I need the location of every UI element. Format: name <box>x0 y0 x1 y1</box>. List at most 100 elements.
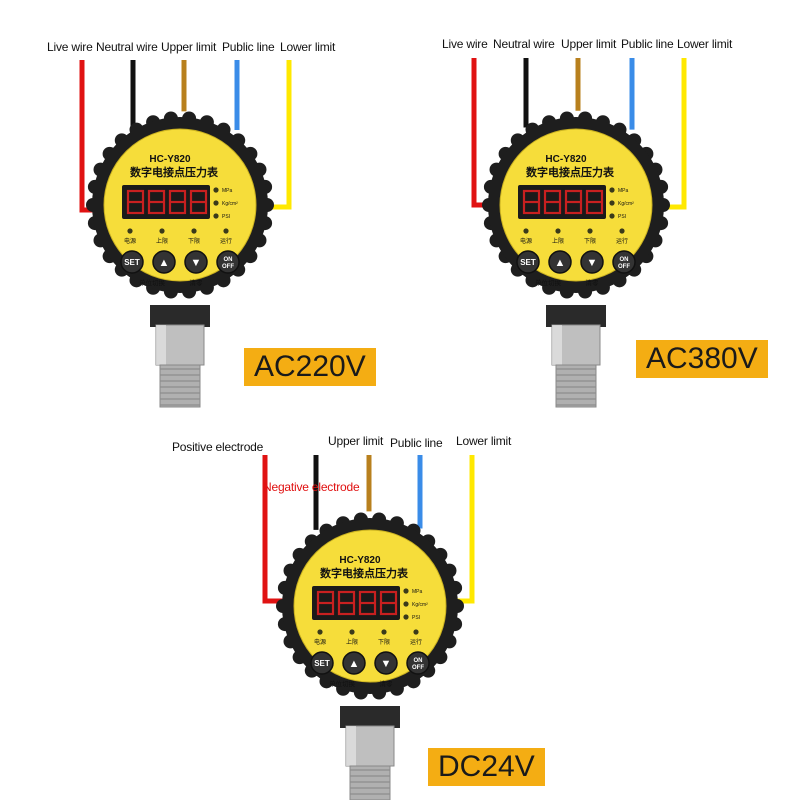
status-label: 电源 <box>314 638 326 646</box>
unit-label: PSI <box>412 615 420 621</box>
status-label: 上限 <box>346 638 358 646</box>
button-bg <box>184 250 208 274</box>
label-live-wire: Live wire <box>47 40 93 54</box>
label-live-wire: Live wire <box>442 37 488 51</box>
up-button-icon: ▲ <box>159 257 170 269</box>
collar <box>546 305 606 327</box>
status-label: 下限 <box>188 237 200 245</box>
voltage-badge-dc24: DC24V <box>428 748 545 786</box>
status-led <box>317 629 323 635</box>
up-button-icon: ▲ <box>349 658 360 670</box>
status-led <box>159 228 165 234</box>
gauge-body: HC-Y820数字电接点压力表MPaKg/cm²PSI电源上限下限运行SET▲▼… <box>276 512 464 700</box>
button-bg <box>548 250 572 274</box>
voltage-badge-ac380: AC380V <box>636 340 768 378</box>
status-led <box>555 228 561 234</box>
unit-led <box>403 601 409 607</box>
button-bg <box>152 250 176 274</box>
set-button-label: SET <box>314 659 330 668</box>
button-bg <box>516 250 540 274</box>
caption-unit-switch: 单位切换 <box>139 278 166 287</box>
status-led <box>587 228 593 234</box>
status-led <box>223 228 229 234</box>
caption-zero: 清零 <box>380 679 394 688</box>
button-bg <box>310 651 334 675</box>
gauge-body: HC-Y820数字电接点压力表MPaKg/cm²PSI电源上限下限运行SET▲▼… <box>482 111 670 299</box>
gauge-body: HC-Y820数字电接点压力表MPaKg/cm²PSI电源上限下限运行SET▲▼… <box>86 111 274 299</box>
name-label: 数字电接点压力表 <box>526 165 615 179</box>
button-bg <box>612 250 636 274</box>
model-label: HC-Y820 <box>545 154 587 165</box>
unit-led <box>403 614 409 620</box>
pressure-fitting <box>546 305 606 408</box>
label-upper-limit: Upper limit <box>561 37 617 51</box>
button-bg <box>406 651 430 675</box>
off-button-label: OFF <box>222 264 234 270</box>
label-positive-electrode: Positive electrode <box>172 440 264 454</box>
status-label: 电源 <box>124 237 136 245</box>
down-button-icon: ▼ <box>587 257 598 269</box>
status-led <box>381 629 387 635</box>
caption-unit-switch: 单位切换 <box>329 679 356 688</box>
pressure-fitting <box>150 305 210 408</box>
label-upper-limit: Upper limit <box>161 40 217 54</box>
wires <box>79 60 292 213</box>
unit-label: MPa <box>222 188 233 194</box>
status-led <box>349 629 355 635</box>
unit-label: Kg/cm² <box>618 201 634 207</box>
unit-led <box>213 187 219 193</box>
caption-zero: 清零 <box>586 278 600 287</box>
unit-label: MPa <box>618 188 629 194</box>
unit-led <box>609 213 615 219</box>
on-button-label: ON <box>620 257 629 263</box>
label-lower-limit: Lower limit <box>280 40 336 54</box>
button-bg <box>120 250 144 274</box>
status-label: 下限 <box>584 237 596 245</box>
hex-highlight <box>346 726 356 766</box>
unit-label: Kg/cm² <box>222 201 238 207</box>
label-public-line: Public line <box>222 40 275 54</box>
unit-label: PSI <box>618 214 626 220</box>
on-button-label: ON <box>414 658 423 664</box>
hex-highlight <box>156 325 166 365</box>
unit-led <box>609 200 615 206</box>
unit-led <box>403 588 409 594</box>
label-neutral-wire: Neutral wire <box>493 37 555 51</box>
off-button-label: OFF <box>412 665 424 671</box>
label-public-line: Public line <box>390 436 443 450</box>
unit-label: Kg/cm² <box>412 602 428 608</box>
collar <box>340 706 400 728</box>
unit-led <box>609 187 615 193</box>
voltage-badge-ac220: AC220V <box>244 348 376 386</box>
off-button-label: OFF <box>618 264 630 270</box>
button-bg <box>374 651 398 675</box>
status-led <box>523 228 529 234</box>
status-label: 运行 <box>220 237 232 245</box>
unit-label: PSI <box>222 214 230 220</box>
model-label: HC-Y820 <box>149 154 191 165</box>
thread <box>159 364 201 408</box>
caption-unit-switch: 单位切换 <box>535 278 562 287</box>
status-label: 运行 <box>616 237 628 245</box>
status-led <box>619 228 625 234</box>
collar <box>150 305 210 327</box>
status-label: 上限 <box>156 237 168 245</box>
thread <box>349 765 391 805</box>
status-label: 上限 <box>552 237 564 245</box>
status-indicators: 电源 上限 下限 运行 <box>124 228 232 245</box>
wires <box>262 455 475 604</box>
thread <box>555 364 597 408</box>
on-button-label: ON <box>224 257 233 263</box>
display-digits <box>126 189 208 215</box>
wire-red <box>262 455 284 604</box>
caption-zero: 清零 <box>190 278 204 287</box>
status-label: 运行 <box>410 638 422 646</box>
button-bg <box>580 250 604 274</box>
label-upper-limit: Upper limit <box>328 434 384 448</box>
display-digits <box>316 590 398 616</box>
